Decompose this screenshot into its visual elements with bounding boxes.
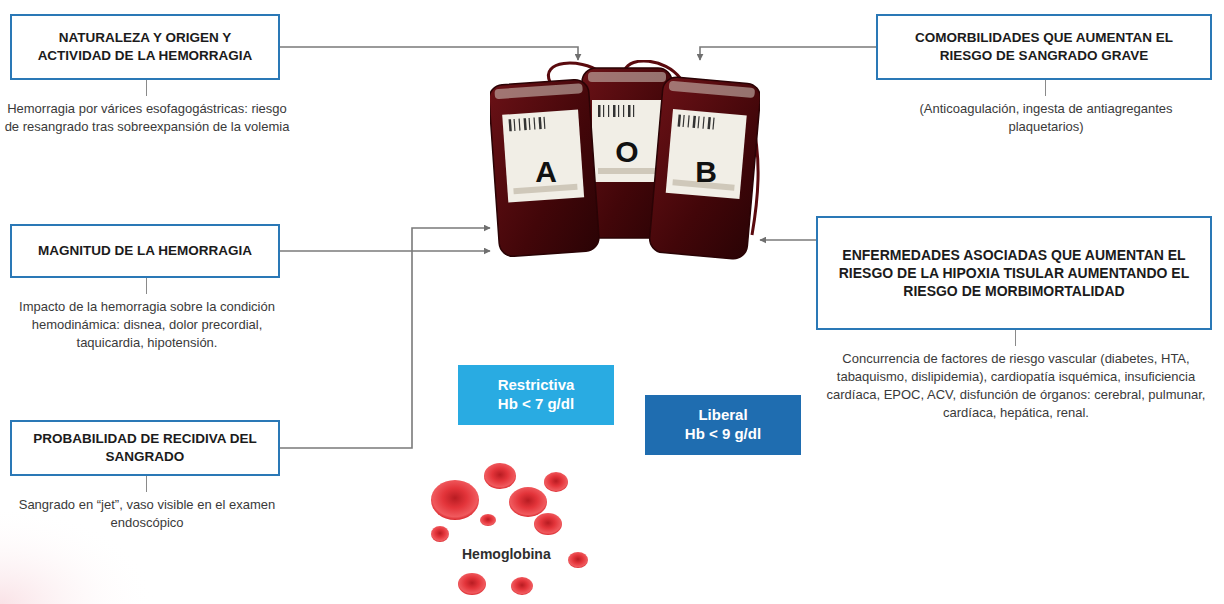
process-box: COMORBILIDADES QUE AUMENTAN EL RIESGO DE… (876, 14, 1212, 80)
blood-bags: AOB (490, 60, 760, 260)
process-box: ENFERMEDADES ASOCIADAS QUE AUMENTAN EL R… (816, 216, 1212, 330)
box-heading: COMORBILIDADES QUE AUMENTAN EL RIESGO DE… (890, 29, 1198, 64)
threshold-box: RestrictivaHb < 7 g/dl (458, 365, 614, 425)
threshold-text: Hb < 9 g/dl (685, 425, 761, 444)
leader-tick (146, 80, 147, 96)
connector-arrow (760, 239, 816, 241)
description-text: (Anticoagulación, ingesta de antiagregan… (896, 100, 1196, 136)
box-heading: NATURALEZA Y ORIGEN Y ACTIVIDAD DE LA HE… (24, 29, 266, 64)
leader-tick (1015, 330, 1016, 346)
process-box: PROBABILIDAD DE RECIDIVA DEL SANGRADOSan… (10, 420, 280, 476)
description-text: Impacto de la hemorragia sobre la condic… (7, 298, 287, 352)
description-text: Hemorragia por várices esofagogástricas:… (2, 100, 292, 136)
process-box: MAGNITUD DE LA HEMORRAGIAImpacto de la h… (10, 224, 280, 278)
threshold-text: Liberal (698, 406, 747, 425)
label-text: Hemoglobina (462, 546, 551, 562)
leader-tick (146, 476, 147, 492)
box-heading: PROBABILIDAD DE RECIDIVA DEL SANGRADO (24, 430, 266, 465)
connector-arrow (280, 250, 490, 252)
connector-arrow (280, 47, 578, 60)
red-blood-cells (431, 463, 588, 595)
description-text: Sangrado en “jet”, vaso visible en el ex… (12, 496, 282, 532)
box-heading: MAGNITUD DE LA HEMORRAGIA (38, 242, 252, 260)
box-heading: ENFERMEDADES ASOCIADAS QUE AUMENTAN EL R… (830, 246, 1198, 301)
blood-group-letter: B (695, 157, 717, 187)
leader-tick (1045, 80, 1046, 96)
threshold-box: LiberalHb < 9 g/dl (645, 395, 801, 455)
leader-tick (146, 278, 147, 294)
process-box: NATURALEZA Y ORIGEN Y ACTIVIDAD DE LA HE… (10, 14, 280, 80)
threshold-text: Hb < 7 g/dl (498, 395, 574, 414)
description-text: Concurrencia de factores de riesgo vascu… (824, 350, 1208, 422)
threshold-text: Restrictiva (498, 376, 575, 395)
blood-group-letter: A (535, 157, 557, 187)
connector-arrow (700, 47, 876, 60)
blood-group-letter: O (615, 137, 638, 167)
